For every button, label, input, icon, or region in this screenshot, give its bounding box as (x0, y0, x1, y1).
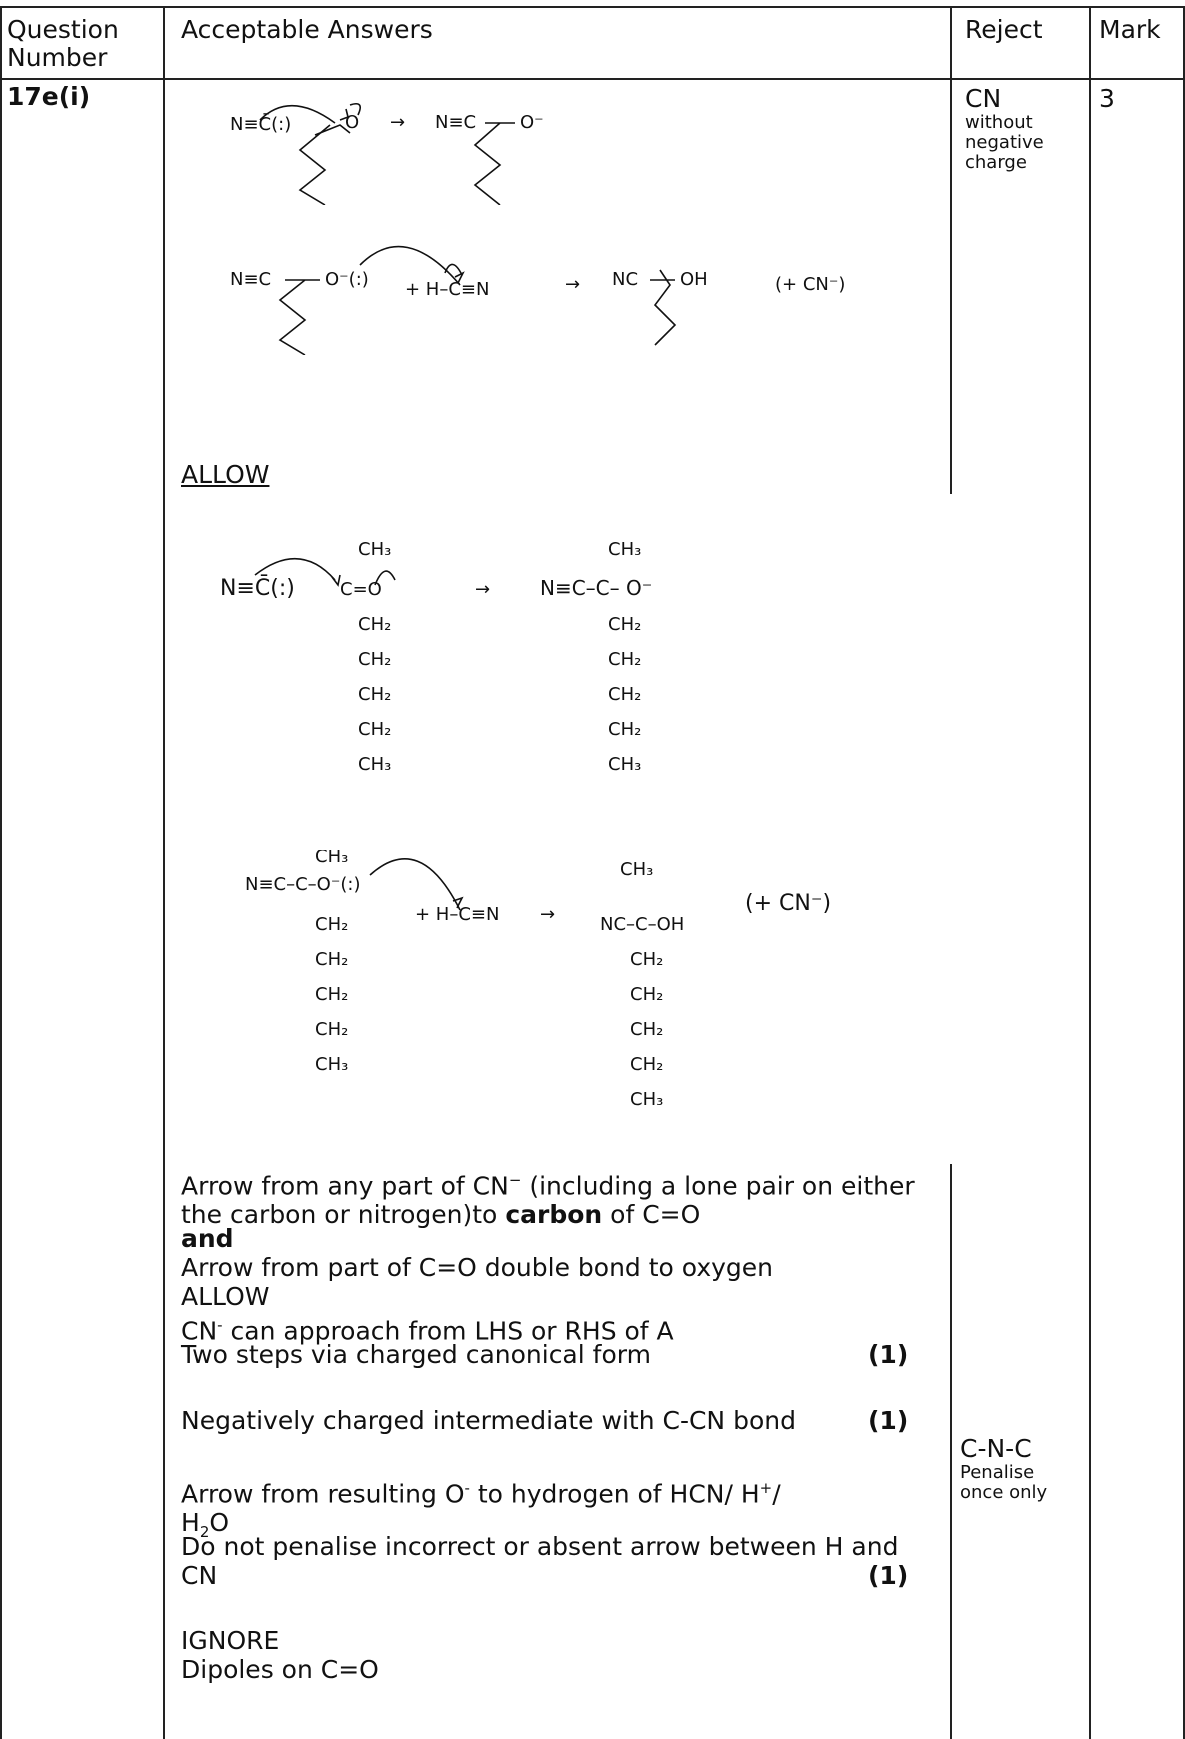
svg-text:CH₂: CH₂ (630, 1019, 663, 1040)
svg-text:CH₂: CH₂ (630, 949, 663, 970)
svg-text:CH₂: CH₂ (358, 684, 391, 705)
mark-value: 3 (1099, 84, 1115, 113)
mechanism-condensed-step1: N≡C̄(:) CH₃ C=O CH₂ CH₂ CH₂ CH₂ CH₃ → N≡… (220, 539, 652, 775)
d4-arrow: → (540, 904, 555, 925)
reject-top: CN without negative charge (965, 84, 1085, 173)
reject-bottom: C-N-C Penalise once only (960, 1434, 1085, 1503)
answer-line-1: Arrow from any part of CN− (including a … (181, 1171, 915, 1230)
col-border-0 (0, 6, 2, 1739)
mechanism-condensed-step2: N≡C–C–O⁻(:) CH₃ + H–C≡N → CH₂ CH₂ CH₂ CH… (245, 850, 831, 1110)
mechanism-skeletal-step2: N≡C O⁻(:) + H–C≡N → NC OH (+ CN⁻) (230, 245, 845, 355)
svg-text:CH₂: CH₂ (315, 1019, 348, 1040)
reject-bottom-main: C-N-C (960, 1434, 1032, 1463)
svg-text:CH₃: CH₃ (630, 1089, 663, 1110)
svg-text:+ H–C≡N: + H–C≡N (415, 904, 499, 925)
svg-text:CH₂: CH₂ (630, 1054, 663, 1075)
d1-right-o: O⁻ (520, 112, 544, 133)
svg-text:CH₂: CH₂ (358, 614, 391, 635)
header-reject: Reject (965, 15, 1043, 44)
d2-left: N≡C (230, 269, 271, 290)
d2-o: O⁻(:) (325, 269, 369, 290)
svg-text:CH₃: CH₃ (608, 539, 641, 560)
svg-text:(+ CN⁻): (+ CN⁻) (745, 891, 831, 916)
svg-text:N≡C̄(:): N≡C̄(:) (220, 575, 295, 601)
arrow-head (339, 108, 349, 121)
mark-2: (1) (868, 1406, 909, 1435)
ignore-label: IGNORE (181, 1626, 280, 1655)
col-border-1 (163, 6, 165, 1739)
and-label: and (181, 1224, 234, 1253)
svg-text:CH₂: CH₂ (608, 684, 641, 705)
mark-1: (1) (868, 1340, 909, 1369)
col-border-4 (1183, 6, 1185, 1739)
svg-text:CH₂: CH₂ (358, 719, 391, 740)
answer-line-6: Arrow from resulting O- to hydrogen of H… (181, 1479, 781, 1542)
svg-text:CH₃: CH₃ (358, 539, 391, 560)
svg-text:CH₃: CH₃ (620, 859, 653, 880)
question-id: 17e(i) (7, 82, 91, 111)
header-mark: Mark (1099, 15, 1161, 44)
table-top-border (0, 6, 1185, 8)
svg-text:CH₂: CH₂ (608, 719, 641, 740)
svg-text:N≡C–C–O⁻(:): N≡C–C–O⁻(:) (245, 874, 360, 895)
svg-text:NC–C–OH: NC–C–OH (600, 914, 684, 935)
answer-line-7: Do not penalise incorrect or absent arro… (181, 1532, 899, 1590)
svg-text:CH₂: CH₂ (358, 649, 391, 670)
svg-text:CH₃: CH₃ (315, 1054, 348, 1075)
d2-cn: (+ CN⁻) (775, 274, 845, 295)
col-border-2 (950, 6, 952, 494)
curly-arrow (259, 104, 336, 124)
reject-bottom-detail: Penalise once only (960, 1462, 1048, 1503)
d1-left: N≡C̄(:) (230, 113, 291, 135)
svg-text:CH₃: CH₃ (608, 754, 641, 775)
reject-top-main: CN (965, 84, 1002, 113)
d2-arrow: → (565, 274, 580, 295)
header-question-number: Question Number (7, 15, 119, 72)
d2-hcn: + H–C≡N (405, 279, 489, 300)
d2-oh: OH (680, 269, 708, 290)
d1-right: N≡C (435, 112, 476, 133)
d1-o: O (345, 112, 359, 133)
zigzag (298, 124, 331, 205)
svg-text:C=O: C=O (340, 579, 382, 600)
mechanism-skeletal-step1: N≡C̄(:) O → N≡C O⁻ (230, 102, 544, 205)
svg-text:CH₂: CH₂ (630, 984, 663, 1005)
svg-text:CH₂: CH₂ (315, 949, 348, 970)
header-acceptable-answers: Acceptable Answers (181, 15, 433, 44)
col-border-3 (1089, 6, 1091, 1739)
svg-text:CH₂: CH₂ (608, 649, 641, 670)
col-border-2b (950, 1164, 952, 1739)
allow-label-2: ALLOW (181, 1282, 270, 1311)
answer-line-5: Negatively charged intermediate with C-C… (181, 1406, 796, 1435)
svg-text:CH₂: CH₂ (315, 914, 348, 935)
answer-line-2: Arrow from part of C=O double bond to ox… (181, 1253, 774, 1282)
svg-text:CH₂: CH₂ (315, 984, 348, 1005)
curly-arrow-2 (359, 245, 461, 286)
answer-line-8: Dipoles on C=O (181, 1655, 379, 1684)
d3-arrow: → (475, 579, 490, 600)
svg-text:CH₂: CH₂ (608, 614, 641, 635)
reject-top-detail: without negative charge (965, 112, 1044, 173)
svg-text:CH₃: CH₃ (358, 754, 391, 775)
d2-right: NC (612, 269, 638, 290)
d1-arrow: → (390, 112, 405, 133)
header-bottom-border (0, 78, 1185, 80)
mark-3: (1) (868, 1561, 909, 1590)
answer-line-3: CN- can approach from LHS or RHS of A (181, 1316, 674, 1346)
svg-text:N≡C–C– O⁻: N≡C–C– O⁻ (540, 576, 652, 600)
answer-line-4: Two steps via charged canonical form (181, 1340, 651, 1369)
allow-heading: ALLOW (181, 460, 270, 489)
svg-text:CH₃: CH₃ (315, 850, 348, 867)
